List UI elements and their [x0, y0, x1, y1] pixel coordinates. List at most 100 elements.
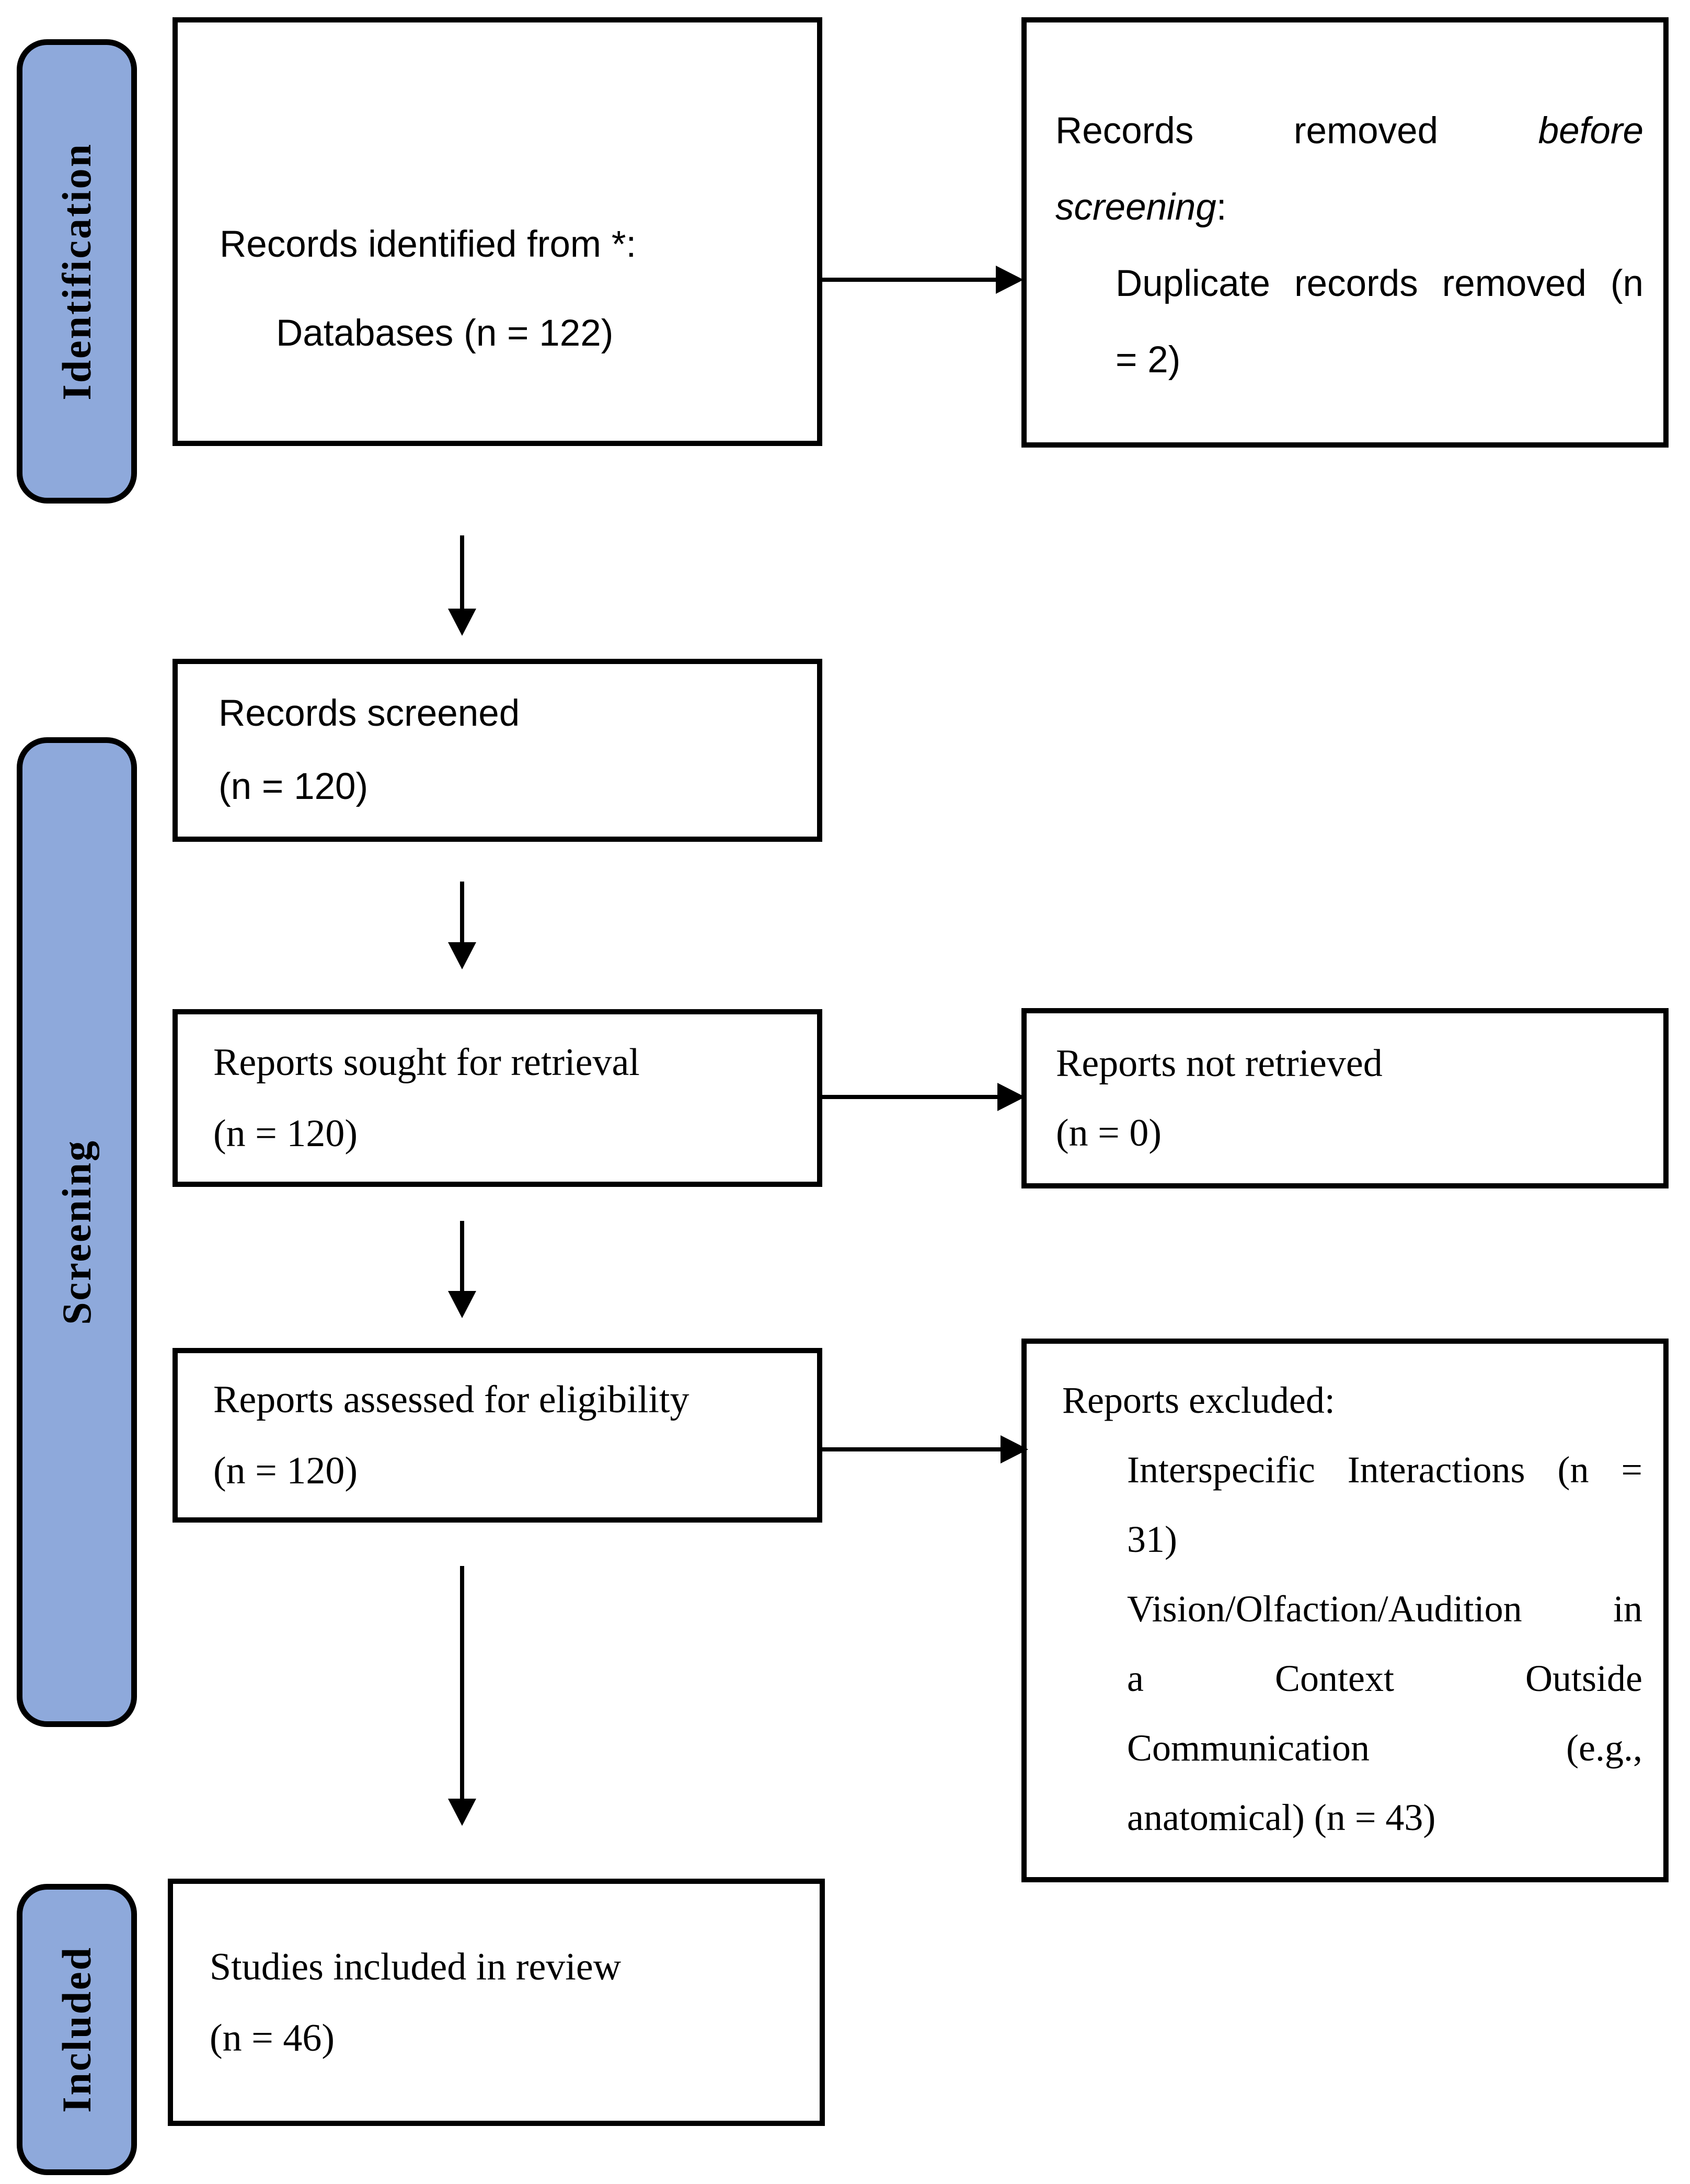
- word: (n: [219, 766, 252, 807]
- word: Context: [1274, 1657, 1394, 1699]
- word: not: [1186, 1042, 1236, 1085]
- text-line: Reports sought for retrieval: [213, 1027, 796, 1098]
- text-line: Records screened: [219, 677, 796, 750]
- arrowhead-right-icon: [997, 1083, 1025, 1111]
- arrow-line: [460, 882, 464, 942]
- word: review: [515, 1945, 622, 1988]
- word: Reports: [1056, 1042, 1177, 1085]
- arrowhead-down-icon: [448, 609, 476, 636]
- text-line: Reports not retrieved: [1056, 1029, 1642, 1099]
- word: Reports: [1062, 1379, 1179, 1421]
- word: before: [1538, 110, 1643, 152]
- stage-label-screening: Screening: [54, 1139, 99, 1325]
- word: Interactions: [1347, 1449, 1525, 1491]
- word: =: [255, 1449, 277, 1492]
- stage-tab-identification: Identification: [17, 39, 137, 504]
- word: Records: [220, 224, 358, 265]
- word: sought: [343, 1041, 447, 1084]
- word: (n: [464, 313, 497, 354]
- word: Databases: [276, 313, 454, 354]
- word: (n: [213, 1449, 246, 1492]
- text-line: a Context Outside: [1127, 1644, 1642, 1713]
- word: included: [333, 1945, 467, 1988]
- text-line: anatomical) (n = 43): [1127, 1783, 1642, 1853]
- word: *:: [611, 224, 637, 265]
- text-line: Reports excluded:: [1062, 1366, 1642, 1435]
- text-line: Records removed before: [1055, 93, 1643, 169]
- word: removed: [1293, 110, 1439, 152]
- arrow-line: [822, 1095, 997, 1099]
- word: (e.g.,: [1566, 1727, 1642, 1769]
- word: =: [1621, 1449, 1642, 1491]
- arrow-line: [460, 535, 464, 609]
- text-line: Records identified from *:: [220, 200, 796, 289]
- text-line: Databases (n = 122): [276, 289, 796, 378]
- box-reports-sought-for-retrieval: Reports sought for retrieval(n = 120): [173, 1009, 822, 1187]
- word: 120): [294, 766, 369, 807]
- arrow-line: [460, 1566, 464, 1799]
- word: for: [484, 1378, 530, 1421]
- word: (n: [1056, 1111, 1088, 1154]
- word: Records: [1055, 110, 1194, 152]
- arrowhead-right-icon: [1001, 1435, 1028, 1463]
- word: Outside: [1525, 1657, 1642, 1699]
- arrowhead-down-icon: [448, 942, 476, 969]
- text-line: (n = 120): [219, 750, 796, 824]
- word: screening:: [1055, 187, 1227, 228]
- word: =: [261, 766, 284, 807]
- word: 46): [283, 2016, 335, 2060]
- word: assessed: [343, 1378, 475, 1421]
- word: 43): [1385, 1797, 1436, 1838]
- box-studies-included-in-review: Studies included in review(n = 46): [168, 1879, 825, 2126]
- arrowhead-down-icon: [448, 1291, 476, 1318]
- box-reports-assessed-for-eligibility: Reports assessed for eligibility(n = 120…: [173, 1348, 822, 1523]
- word: excluded:: [1188, 1379, 1335, 1421]
- word: Vision/Olfaction/Audition: [1127, 1588, 1522, 1630]
- text-line: Communication(e.g.,: [1127, 1713, 1642, 1783]
- word: 31): [1127, 1518, 1177, 1560]
- arrow-line: [460, 1221, 464, 1291]
- word: 120): [286, 1449, 358, 1492]
- box-reports-excluded: Reports excluded: Interspecific Interactio…: [1021, 1339, 1669, 1882]
- arrow-line: [822, 1447, 1001, 1451]
- text-line: Studies included in review: [210, 1931, 799, 2003]
- text-line: 31): [1127, 1505, 1642, 1574]
- word: Duplicate: [1116, 263, 1270, 304]
- word: 0): [1129, 1111, 1162, 1154]
- word: retrieved: [1245, 1042, 1383, 1085]
- text-line: (n = 120): [213, 1435, 796, 1506]
- word: a: [1127, 1657, 1144, 1699]
- word: records: [1294, 263, 1418, 304]
- stage-tab-screening: Screening: [17, 737, 137, 1727]
- word: =: [1116, 339, 1137, 381]
- word: =: [251, 2016, 273, 2060]
- stage-label-included: Included: [54, 1946, 99, 2113]
- word: Studies: [210, 1945, 324, 1988]
- box-records-removed-before-screening: Records removed before screening: Duplicate r…: [1021, 17, 1669, 448]
- text-line: screening:: [1055, 169, 1643, 246]
- word: for: [456, 1041, 501, 1084]
- word: Reports: [213, 1041, 334, 1084]
- word: retrieval: [511, 1041, 640, 1084]
- word: from: [527, 224, 602, 265]
- word: =: [1098, 1111, 1120, 1154]
- stage-tab-included: Included: [17, 1884, 137, 2175]
- word: (n: [213, 1112, 246, 1155]
- arrow-line: [822, 278, 996, 282]
- word: Records: [219, 693, 357, 734]
- word: identified: [368, 224, 517, 265]
- text-line: = 2): [1116, 322, 1643, 398]
- word: =: [1354, 1797, 1376, 1838]
- word: removed: [1442, 263, 1586, 304]
- word: 120): [286, 1112, 358, 1155]
- word: Reports: [213, 1378, 334, 1421]
- box-records-identified: Records identified from *:Databases (n =…: [173, 17, 822, 446]
- word: =: [255, 1112, 277, 1155]
- text-line: (n = 120): [213, 1098, 796, 1169]
- word: Interspecific: [1127, 1449, 1315, 1491]
- word: 122): [539, 313, 614, 354]
- word: in: [476, 1945, 507, 1988]
- text-line: (n = 46): [210, 2003, 799, 2074]
